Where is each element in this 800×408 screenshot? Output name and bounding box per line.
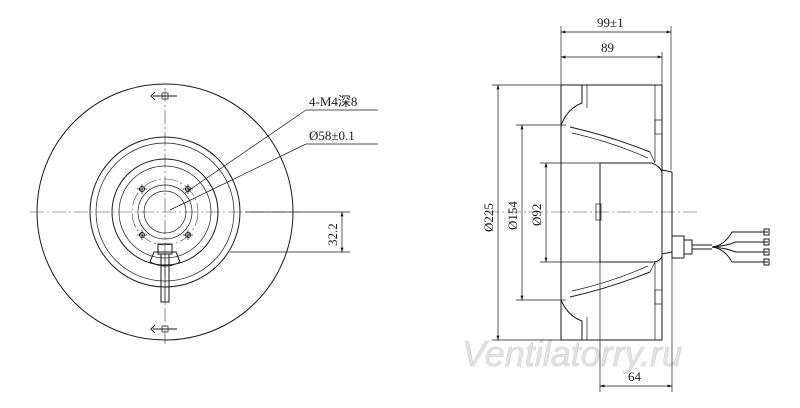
front-view: 4-M4深8 Ø58±0.1 32.2 [30,83,378,345]
blade-curve [569,126,651,153]
motor-depth-label: 64 [628,369,642,384]
thread-leader-line [184,109,307,194]
direction-marker-top [150,91,177,101]
shaft-hub-circle [137,184,193,240]
cable-exit-bracket [149,243,181,303]
total-width-label: 99±1 [597,15,624,30]
inlet-cone-bottom [560,299,583,340]
outer-diameter-label: Ø225 [481,203,496,232]
blade-curve [569,271,651,298]
offset-label: 32.2 [325,223,340,246]
mounting-pitch-circle [131,178,199,246]
body-width-label: 89 [601,40,614,55]
motor-diameter-label: Ø92 [529,204,544,226]
pcd-leader-line [169,143,307,211]
side-view: 99±1 89 Ø225 Ø154 Ø92 64 [481,15,770,392]
shaft-circle [143,190,187,234]
inlet-cone-top [560,85,583,126]
shaft-stub [595,203,602,221]
direction-marker-bottom [150,324,177,334]
lead-wires [711,228,770,266]
inlet-diameter-label: Ø154 [505,201,520,230]
motor-body [599,162,663,263]
thread-label: 4-M4深8 [309,94,357,109]
cable-gland [671,235,712,259]
watermark: Ventilatorry.ru [462,333,682,374]
pcd-label: Ø58±0.1 [309,128,355,143]
